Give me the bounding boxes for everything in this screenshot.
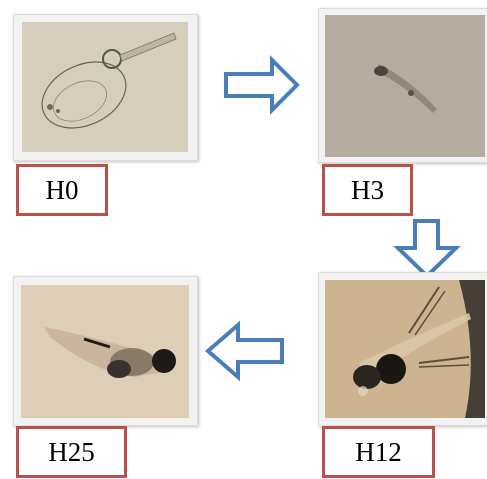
- stage-label-h25: H25: [16, 426, 127, 478]
- stage-label-h12: H12: [322, 426, 435, 478]
- stage-h3-photo: [318, 8, 487, 163]
- left-arrow-icon: [202, 320, 286, 382]
- elongated-larva-image: [319, 9, 487, 162]
- right-arrow-icon: [222, 55, 302, 115]
- stage-label-h0: H0: [16, 164, 108, 216]
- embryo-egg-image: [14, 15, 197, 160]
- stage-h0-photo: [13, 14, 198, 161]
- stage-label-h3: H3: [322, 164, 413, 216]
- down-arrow-icon: [392, 218, 462, 280]
- larva-with-fins-image: [319, 273, 487, 425]
- stage-h12-photo: [318, 272, 487, 426]
- stage-h25-photo: [13, 276, 198, 426]
- larva-dark-eye-image: [14, 277, 197, 425]
